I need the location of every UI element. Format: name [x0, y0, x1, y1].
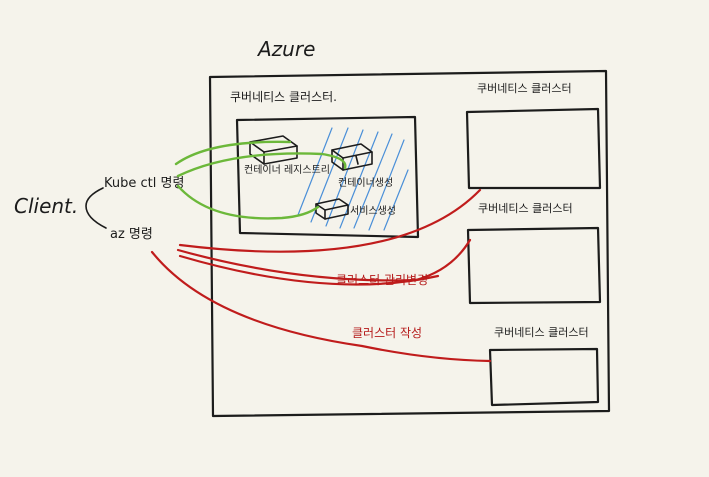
right-cluster-3-box	[488, 347, 600, 407]
container-registry-text: 컨테이너 레지스트리	[244, 164, 330, 176]
az-to-cluster-2	[178, 254, 440, 286]
right-cluster-3-label: 쿠버네티스 클러스터	[494, 326, 589, 339]
az-to-cluster-create	[150, 250, 492, 363]
az-connections	[150, 188, 492, 363]
kubectl-to-service	[176, 184, 320, 220]
container-registry-label: 컨테이너 레지스트리	[244, 164, 330, 176]
kubectl-command-label: Kube ctl 명령	[104, 176, 184, 191]
az-to-cluster-change	[176, 238, 472, 282]
service-create-label: 서비스생성	[350, 205, 396, 217]
container-create-label: 컨테이너생성	[338, 177, 393, 189]
kubectl-to-container	[176, 152, 347, 178]
right-cluster-1-box	[465, 107, 602, 190]
right-cluster-2-label: 쿠버네티스 클러스터	[478, 202, 573, 215]
az-command-label: az 명령	[110, 227, 153, 242]
cluster-change-label: 클러스터 관리변경	[336, 273, 428, 287]
client-label: Client.	[14, 194, 78, 218]
az-to-main-cluster-change	[178, 188, 482, 253]
service-create-icon	[315, 198, 349, 220]
right-cluster-2-box	[466, 226, 602, 305]
azure-title: Azure	[256, 37, 315, 61]
kubectl-to-registry	[174, 140, 292, 166]
main-cluster-label: 쿠버네티스 클러스터.	[230, 90, 337, 104]
client-bracket	[85, 187, 107, 229]
kubectl-connections	[174, 140, 347, 220]
container-registry-icon	[249, 135, 298, 165]
right-cluster-1-label: 쿠버네티스 클러스터	[477, 82, 572, 95]
azure-boundary	[208, 69, 611, 418]
cluster-create-label: 클러스터 작성	[352, 326, 422, 340]
main-cluster-box	[235, 115, 420, 239]
